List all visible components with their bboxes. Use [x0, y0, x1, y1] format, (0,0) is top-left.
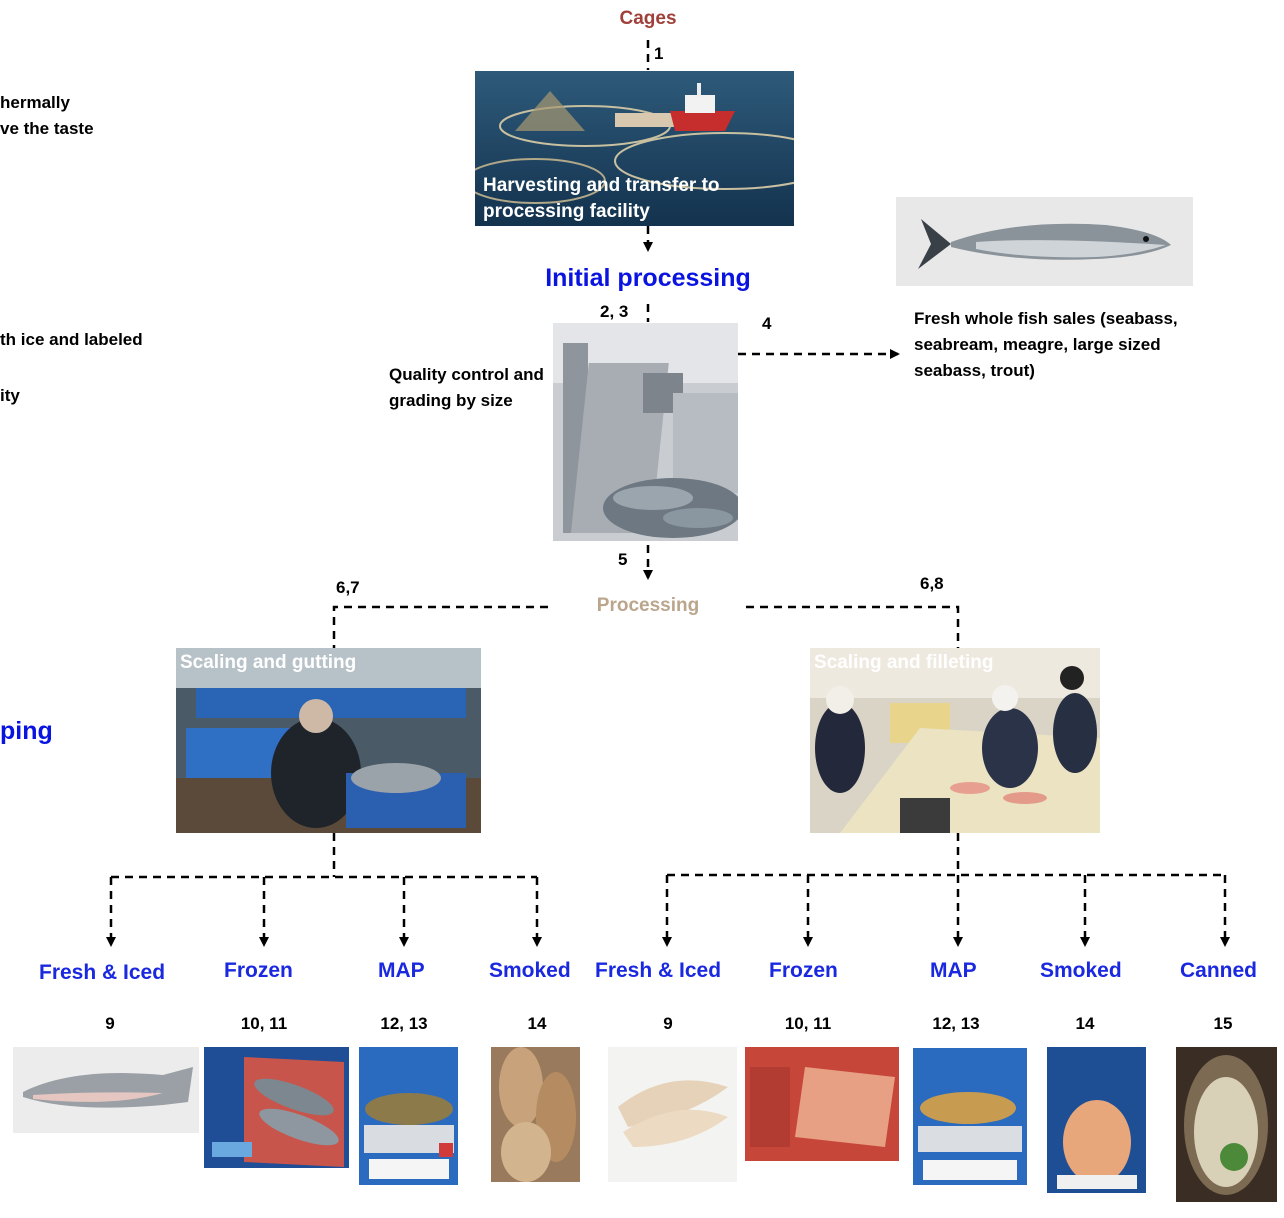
step-number: 6,7 [336, 578, 360, 597]
product-category: Frozen [224, 959, 293, 982]
step-number: 5 [618, 550, 628, 569]
processing-title: Processing [596, 595, 700, 616]
product-photo-map-fillet [913, 1048, 1027, 1185]
grading-line-photo [553, 323, 738, 541]
product-photo-smoked-fillet [1047, 1047, 1146, 1193]
clipped-text-line: ve the taste [0, 119, 94, 138]
clipped-text-line: ity [0, 386, 20, 405]
scaling-filleting-label: Scaling and filleting [814, 652, 994, 673]
product-category: Frozen [769, 959, 838, 982]
product-number: 12, 13 [932, 1014, 980, 1033]
step-number: 4 [762, 314, 772, 333]
clipped-text-line: hermally [0, 93, 70, 112]
product-category: Fresh & Iced [595, 959, 722, 982]
harvesting-photo: Harvesting and transfer to processing fa… [475, 71, 794, 226]
product-category: Fresh & Iced [39, 961, 166, 984]
product-category: Canned [1180, 959, 1258, 982]
scaling-gutting-photo: Scaling and gutting [176, 648, 481, 833]
initial-processing-title: Initial processing [545, 264, 751, 292]
product-photo-map [359, 1047, 458, 1185]
scaling-gutting-label: Scaling and gutting [180, 652, 357, 673]
quality-control-label: Quality control and grading by size [389, 365, 544, 410]
clipped-text-line: th ice and labeled [0, 330, 143, 349]
product-photo-fresh-iced [13, 1047, 199, 1133]
clipped-heading: ping [0, 717, 53, 745]
cages-title: Cages [619, 8, 677, 29]
scaling-filleting-photo: Scaling and filleting [810, 648, 1100, 833]
product-category: Smoked [1040, 959, 1122, 982]
product-photo-fresh-iced-fillet [608, 1047, 737, 1182]
product-photo-frozen [204, 1047, 349, 1168]
product-category: MAP [930, 959, 977, 982]
step-number: 6,8 [920, 574, 944, 593]
fresh-whole-fish-label: Fresh whole fish sales (seabass, seabrea… [914, 309, 1178, 380]
step-number: 1 [654, 44, 664, 63]
product-number: 14 [1075, 1014, 1095, 1033]
product-photo-canned [1176, 1047, 1277, 1202]
product-number: 9 [105, 1014, 115, 1033]
product-category: MAP [378, 959, 425, 982]
product-photo-smoked [491, 1047, 580, 1182]
product-category: Smoked [489, 959, 571, 982]
product-number: 12, 13 [380, 1014, 428, 1033]
product-number: 14 [527, 1014, 547, 1033]
harvesting-label: Harvesting and transfer to processing fa… [483, 175, 720, 222]
product-number: 10, 11 [784, 1014, 832, 1033]
whole-seabass-photo [896, 197, 1193, 286]
product-photo-frozen-fillet [745, 1047, 899, 1161]
product-number: 10, 11 [240, 1014, 288, 1033]
product-number: 15 [1213, 1014, 1233, 1033]
product-number: 9 [663, 1014, 673, 1033]
step-number: 2, 3 [600, 302, 629, 321]
